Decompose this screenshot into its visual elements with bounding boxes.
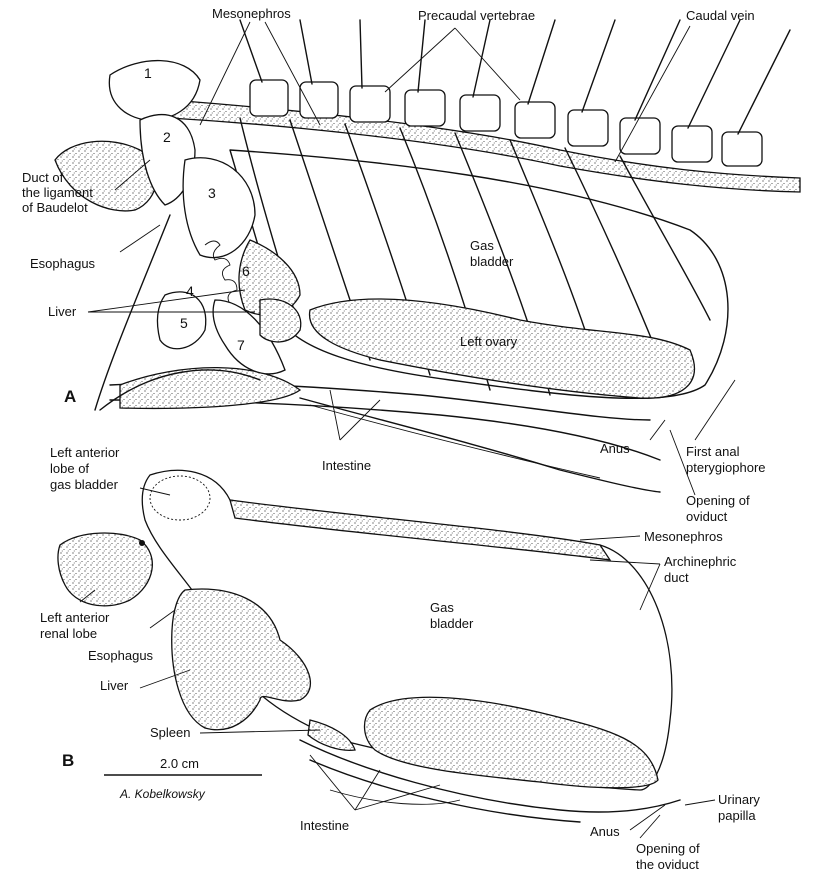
label-liver-b: Liver (100, 678, 129, 693)
panel-letter-a: A (64, 387, 76, 406)
label-lobe-line1: Left anterior (50, 445, 120, 460)
label-renal-line1: Left anterior (40, 610, 110, 625)
label-archi-line2: duct (664, 570, 689, 585)
label-anus-b: Anus (590, 824, 620, 839)
label-oviduct-line2-a: oviduct (686, 509, 728, 524)
label-gas-line1-b: Gas (430, 600, 454, 615)
scale-bar-label: 2.0 cm (160, 756, 199, 771)
label-gas-line1-a: Gas (470, 238, 494, 253)
number-5: 5 (180, 315, 188, 331)
panel-b-leaders (79, 487, 716, 839)
label-lobe-line3: gas bladder (50, 477, 119, 492)
label-oviduct-line2-b: the oviduct (636, 857, 699, 872)
label-precaudal-vertebrae: Precaudal vertebrae (418, 8, 535, 23)
number-2: 2 (163, 129, 171, 145)
label-duct-line2: the ligament (22, 185, 93, 200)
panel-b-drawing (57, 469, 681, 823)
number-4: 4 (186, 283, 194, 299)
illustrator-credit: A. Kobelkowsky (119, 787, 206, 801)
number-1: 1 (144, 65, 152, 81)
label-oviduct-line1-b: Opening of (636, 841, 700, 856)
label-gas-line2-a: bladder (470, 254, 514, 269)
label-liver-a: Liver (48, 304, 77, 319)
scale-bar-group: 2.0 cm A. Kobelkowsky (104, 756, 262, 801)
label-intestine-a: Intestine (322, 458, 371, 473)
label-spleen: Spleen (150, 725, 190, 740)
label-esophagus-a: Esophagus (30, 256, 96, 271)
label-urinary-line1: Urinary (718, 792, 760, 807)
label-archi-line1: Archinephric (664, 554, 737, 569)
number-3: 3 (208, 185, 216, 201)
label-left-ovary: Left ovary (460, 334, 518, 349)
panel-a-labels: Mesonephros Precaudal vertebrae Caudal v… (22, 6, 766, 524)
panel-a-numbers: 1 2 3 4 5 6 7 (144, 65, 250, 353)
label-anal-line1: First anal (686, 444, 740, 459)
panel-a-drawing (54, 19, 801, 493)
label-esophagus-b: Esophagus (88, 648, 154, 663)
label-gas-line2-b: bladder (430, 616, 474, 631)
label-anal-line2: pterygiophore (686, 460, 766, 475)
panel-a-leaders (87, 21, 736, 496)
label-duct-line3: of Baudelot (22, 200, 88, 215)
label-intestine-b: Intestine (300, 818, 349, 833)
label-mesonephros-b: Mesonephros (644, 529, 723, 544)
number-7: 7 (237, 337, 245, 353)
label-oviduct-line1-a: Opening of (686, 493, 750, 508)
label-anus-a: Anus (600, 441, 630, 456)
panel-b-labels: Left anterior lobe of gas bladder Mesone… (40, 445, 760, 872)
label-duct-line1: Duct of (22, 170, 64, 185)
label-urinary-line2: papilla (718, 808, 756, 823)
number-6: 6 (242, 263, 250, 279)
panel-letter-b: B (62, 751, 74, 770)
label-caudal-vein: Caudal vein (686, 8, 755, 23)
label-lobe-line2: lobe of (50, 461, 89, 476)
label-mesonephros-a: Mesonephros (212, 6, 291, 21)
label-renal-line2: renal lobe (40, 626, 97, 641)
